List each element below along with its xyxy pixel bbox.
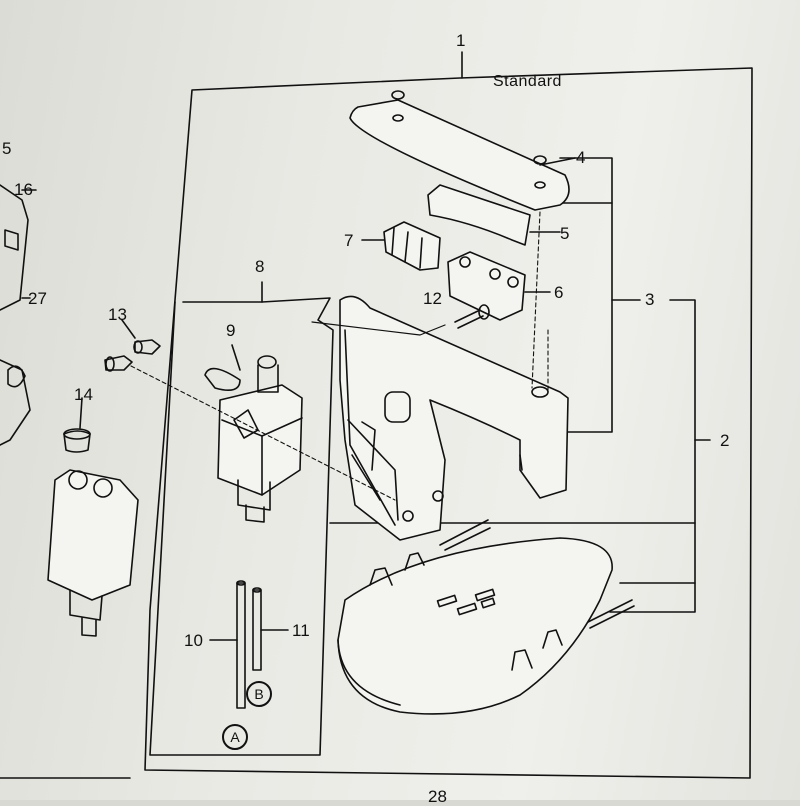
assembly-frame-1 xyxy=(144,51,753,779)
callout-3: 3 xyxy=(645,290,655,309)
callout-1: 1 xyxy=(456,31,466,50)
rods-parts-10-11 xyxy=(209,580,289,709)
marker-b: B xyxy=(246,681,272,707)
head-part-9 xyxy=(204,344,303,523)
callout-10: 10 xyxy=(184,631,203,650)
diagram-caption: Standard xyxy=(493,73,562,90)
callout-13: 13 xyxy=(108,305,127,324)
block-part-6 xyxy=(447,251,551,321)
marker-a: A xyxy=(222,724,248,750)
callout-8: 8 xyxy=(255,257,265,276)
plug-part-14 xyxy=(63,397,91,453)
callout-6: 6 xyxy=(554,283,564,302)
page-number: 28 xyxy=(428,787,447,806)
plate-part-4 xyxy=(349,90,576,211)
screw-part-12 xyxy=(454,304,490,329)
left-assembly xyxy=(0,184,139,637)
bracket-lines xyxy=(329,157,711,613)
cover-part-5 xyxy=(427,184,561,246)
assembly-frame-8 xyxy=(149,281,334,756)
callout-5: 5 xyxy=(560,224,570,243)
terminal-part-7 xyxy=(361,221,441,271)
callout-11: 11 xyxy=(292,621,310,640)
arm-casting xyxy=(311,295,569,541)
callout-7: 7 xyxy=(344,231,354,250)
callout-12: 12 xyxy=(423,289,442,308)
leader-lines xyxy=(130,211,549,501)
callout-9: 9 xyxy=(226,321,236,340)
base-bed xyxy=(337,519,635,715)
callout-left-5: 5 xyxy=(2,139,12,158)
callout-14: 14 xyxy=(74,385,93,404)
callout-left-16: 16 xyxy=(14,180,33,199)
callout-4: 4 xyxy=(576,148,586,167)
screws-part-13 xyxy=(104,319,161,372)
callout-2: 2 xyxy=(720,431,730,450)
callout-left-27: 27 xyxy=(28,289,47,308)
